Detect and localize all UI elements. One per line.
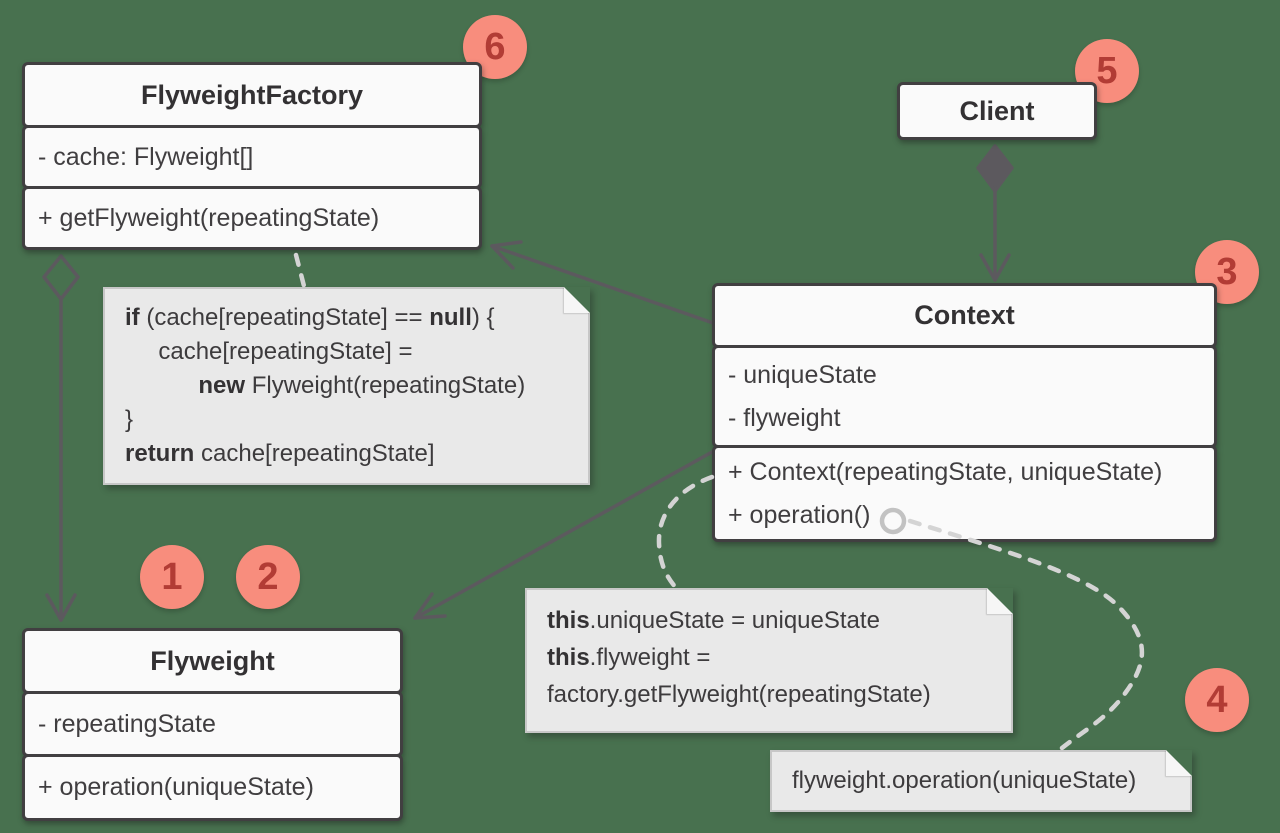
class-methods: + Context(repeatingState, uniqueState) +… xyxy=(712,445,1217,542)
class-client: Client xyxy=(897,82,1097,140)
class-method: + Context(repeatingState, uniqueState) xyxy=(728,457,1163,486)
arrowhead-icon xyxy=(413,592,447,620)
badge-4: 4 xyxy=(1185,668,1249,732)
note-getflyweight-code: if (cache[repeatingState] == null) { cac… xyxy=(103,287,590,485)
arrowhead-icon xyxy=(490,240,523,270)
badge-2: 2 xyxy=(236,545,300,609)
class-title: Context xyxy=(712,283,1217,348)
arrowhead-icon xyxy=(979,253,1011,282)
class-attribute: - repeatingState xyxy=(22,691,403,757)
badge-1: 1 xyxy=(140,545,204,609)
class-method: + getFlyweight(repeatingState) xyxy=(22,186,482,250)
class-title: Client xyxy=(897,82,1097,140)
class-method: + operation() xyxy=(728,500,871,529)
aggregation-diamond-icon xyxy=(42,254,80,301)
class-flyweight: Flyweight - repeatingState + operation(u… xyxy=(22,628,403,821)
arrowhead-icon xyxy=(45,593,77,622)
class-title: FlyweightFactory xyxy=(22,62,482,128)
note-operation-code: flyweight.operation(uniqueState) xyxy=(770,750,1192,812)
class-method: + operation(uniqueState) xyxy=(22,754,403,821)
class-attribute: - flyweight xyxy=(728,403,841,432)
class-title: Flyweight xyxy=(22,628,403,694)
class-flyweight-factory: FlyweightFactory - cache: Flyweight[] + … xyxy=(22,62,482,250)
class-attribute: - uniqueState xyxy=(728,360,877,389)
composition-diamond-icon xyxy=(976,144,1014,193)
class-attributes: - uniqueState - flyweight xyxy=(712,345,1217,448)
class-context: Context - uniqueState - flyweight + Cont… xyxy=(712,283,1217,542)
context-to-factory-line xyxy=(490,244,715,325)
class-attribute: - cache: Flyweight[] xyxy=(22,125,482,189)
